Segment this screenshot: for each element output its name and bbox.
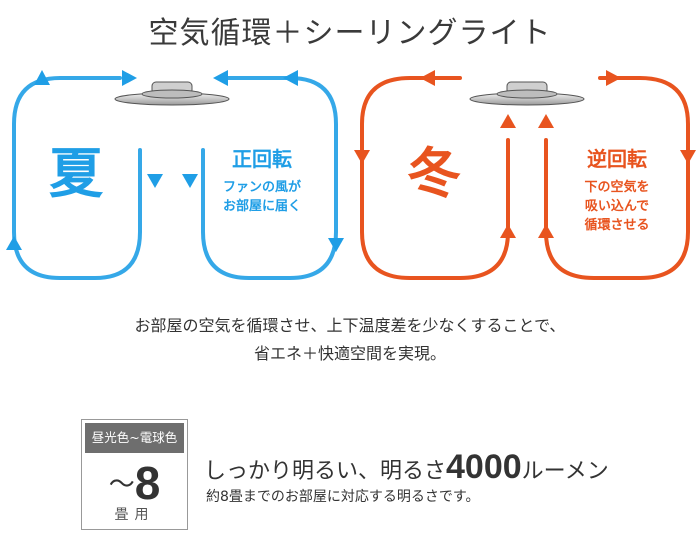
winter-arrow-up-right-icon	[538, 114, 554, 128]
ceiling-fan-left-icon	[114, 81, 230, 106]
badge-number-row: ～8	[82, 456, 187, 510]
description-line2: 省エネ＋快適空間を実現。	[253, 344, 446, 363]
winter-caption-line2: 吸い込んで	[585, 198, 649, 214]
description-line1: お部屋の空気を循環させ、上下温度差を少なくすることで、	[134, 316, 566, 335]
summer-arrow-up-topright-icon	[283, 70, 298, 86]
winter-arrow-down-left-icon	[354, 150, 370, 164]
badge-unit: 畳用	[114, 507, 155, 523]
brightness-note: 約8畳までのお部屋に対応する明るさです。	[206, 489, 480, 505]
winter-airflow	[354, 70, 696, 280]
ceiling-fan-right-icon	[469, 81, 585, 106]
summer-arrow-up-topleft-icon	[34, 70, 50, 85]
winter-arrow-down-right-icon	[680, 150, 696, 164]
room-size-badge: 昼光色~電球色 ～8 畳用	[81, 419, 188, 530]
winter-arrow-up-bottom-left-icon	[500, 224, 516, 238]
brightness-suffix: ルーメン	[521, 459, 609, 484]
summer-arrow-left-top-icon	[213, 70, 228, 86]
winter-arrow-up-bottom-right-icon	[538, 224, 554, 238]
winter-caption-line1: 下の空気を	[584, 179, 649, 195]
summer-arrow-down-right-loop-icon	[328, 238, 344, 252]
winter-mode-label: 逆回転	[587, 147, 647, 171]
winter-season-label: 冬	[407, 142, 461, 205]
winter-right-loop	[544, 76, 690, 280]
summer-right-loop	[201, 76, 338, 280]
badge-header: 昼光色~電球色	[85, 423, 184, 453]
winter-arrow-left-top-icon	[420, 70, 435, 86]
brightness-headline: しっかり明るい、明るさ4000ルーメン	[204, 448, 609, 487]
summer-left-loop	[12, 76, 142, 280]
winter-arrow-right-top-icon	[606, 70, 621, 86]
summer-caption-line1: ファンの風が	[223, 179, 301, 195]
summer-arrow-right-top-icon	[122, 70, 137, 86]
badge-number: 8	[134, 457, 161, 509]
summer-arrow-down-right-icon	[182, 174, 198, 188]
airflow-diagram: 夏 正回転 ファンの風が お部屋に届く 冬 逆回転 下の空気を 吸い込んで 循環…	[6, 70, 696, 280]
badge-tilde: ～	[108, 470, 135, 500]
winter-left-loop	[360, 76, 510, 280]
brightness-lumens: 4000	[446, 448, 522, 486]
summer-airflow	[6, 70, 344, 280]
summer-caption-line2: お部屋に届く	[223, 198, 301, 214]
brightness-prefix: しっかり明るい、明るさ	[204, 459, 447, 484]
winter-arrow-up-left-icon	[500, 114, 516, 128]
page-title: 空気循環＋シーリングライト	[148, 16, 552, 51]
summer-season-label: 夏	[49, 142, 104, 205]
summer-arrow-down-left-icon	[147, 174, 163, 188]
summer-arrow-up-left-icon	[6, 236, 22, 250]
summer-mode-label: 正回転	[232, 147, 292, 171]
winter-caption-line3: 循環させる	[584, 217, 649, 233]
